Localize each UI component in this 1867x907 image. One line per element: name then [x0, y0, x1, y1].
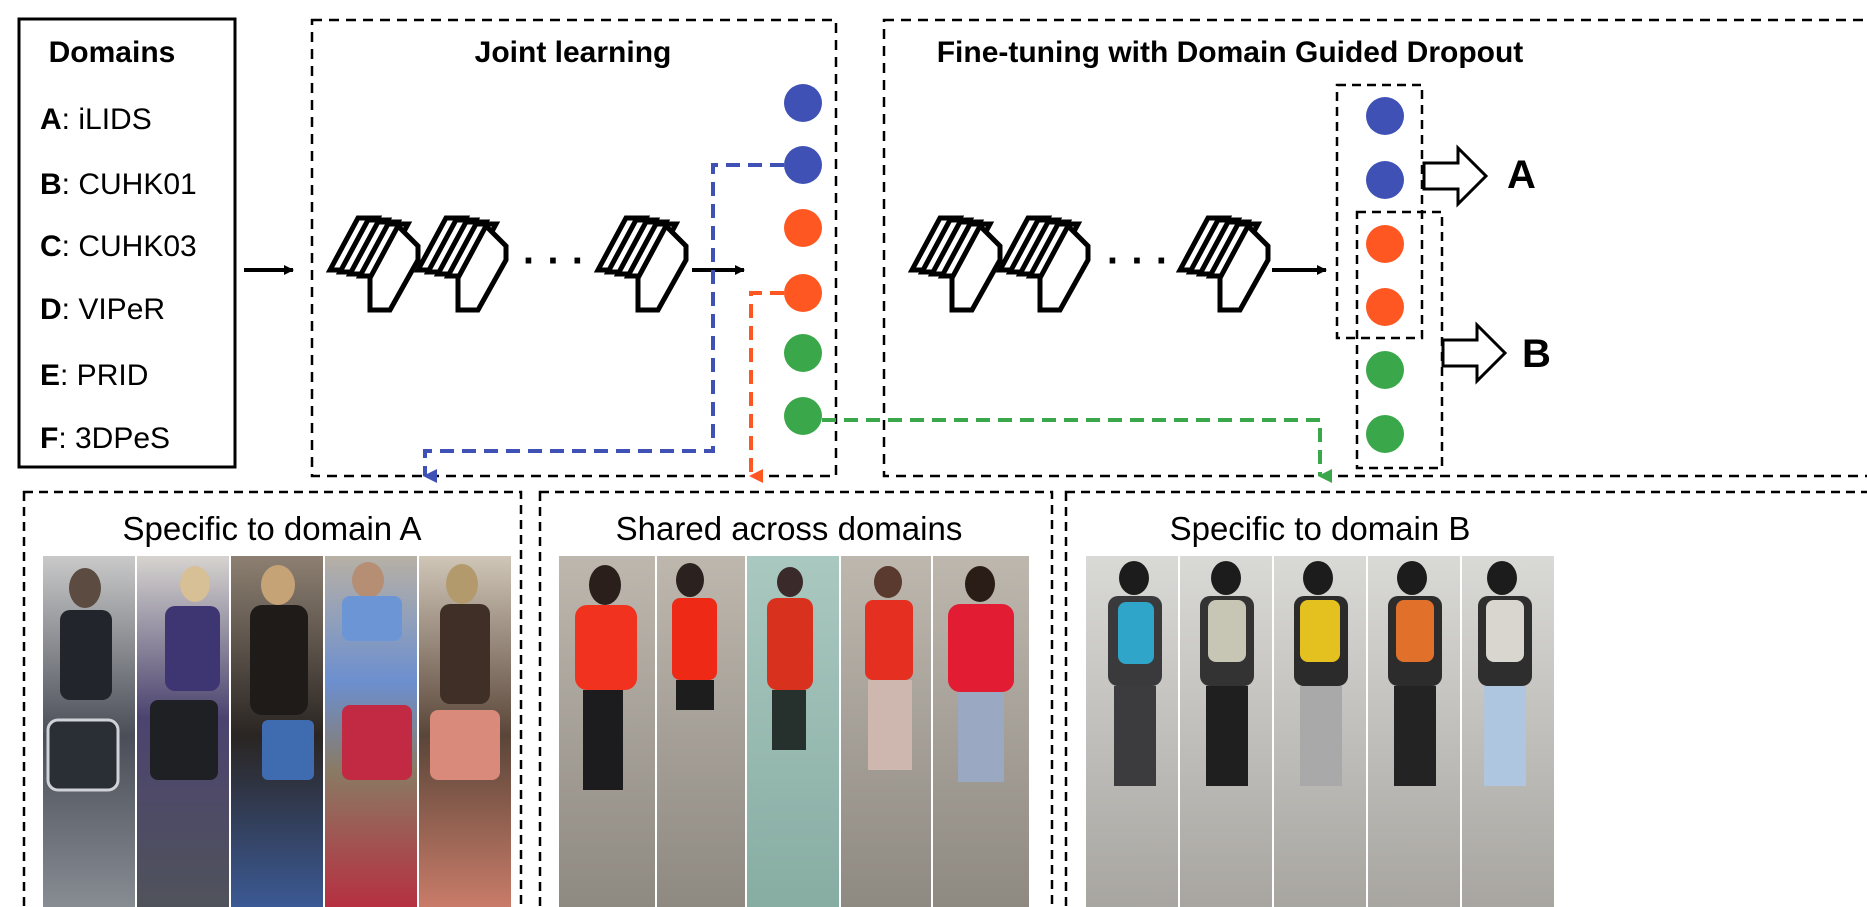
ft-neuron-column: [1366, 97, 1404, 453]
ft-neuron-blue-1: [1366, 97, 1404, 135]
output-a-label: A: [1507, 153, 1536, 197]
ft-neuron-orange-2: [1366, 288, 1404, 326]
ft-conv-layer-stack-2: [1000, 218, 1088, 310]
panel-b-title: Specific to domain B: [1170, 510, 1471, 547]
joint-neuron-green-1: [784, 334, 822, 372]
domain-item-b: B: CUHK01: [40, 168, 197, 201]
panel-domain-a: Specific to domain A: [22, 490, 523, 907]
person-image-a3: [231, 556, 323, 907]
joint-neuron-blue-1: [784, 84, 822, 122]
joint-neuron-column: [784, 84, 822, 435]
domain-item-c: C: CUHK03: [40, 230, 197, 263]
fine-tuning-panel: Fine-tuning with Domain Guided Dropout ·…: [882, 18, 1867, 478]
joint-learning-panel: Joint learning · · ·: [310, 18, 838, 478]
connector-lines: [423, 163, 1332, 483]
panel-shared-title: Shared across domains: [616, 510, 963, 547]
domain-list: A: iLIDS B: CUHK01 C: CUHK03 D: VIPeR E:…: [40, 103, 197, 455]
person-image-a5: [419, 556, 511, 907]
ft-conv-layer-stack-3: [1180, 218, 1268, 310]
panel-a-photos: [43, 556, 511, 907]
ft-neuron-green-1: [1366, 351, 1404, 389]
output-b-label: B: [1522, 332, 1551, 376]
panel-shared: Shared across domains: [538, 490, 1054, 907]
output-b-arrow: [1441, 321, 1508, 385]
panel-domain-b: Specific to domain B: [1064, 490, 1867, 907]
orange-connector: [749, 291, 784, 483]
ft-neuron-green-2: [1366, 415, 1404, 453]
person-image-s4: [841, 556, 931, 907]
domains-box: Domains A: iLIDS B: CUHK01 C: CUHK03 D: …: [17, 17, 237, 469]
person-image-b1: [1086, 556, 1178, 907]
person-image-s2: [657, 556, 745, 907]
joint-ellipsis: · · ·: [523, 239, 585, 283]
person-image-s3: [747, 556, 839, 907]
conv-layer-stack-2: [418, 218, 506, 310]
ft-neuron-blue-2: [1366, 161, 1404, 199]
person-image-b2: [1180, 556, 1272, 907]
conv-layer-stack-1: [330, 218, 418, 310]
person-image-s5: [933, 556, 1029, 907]
green-connector: [822, 418, 1332, 483]
domain-item-a: A: iLIDS: [40, 103, 152, 136]
ft-neuron-orange-1: [1366, 225, 1404, 263]
panel-shared-photos: [559, 556, 1029, 907]
domains-title: Domains: [49, 36, 176, 69]
joint-learning-title: Joint learning: [475, 36, 672, 69]
ft-conv-layer-stack-1: [912, 218, 1000, 310]
domain-item-d: D: VIPeR: [40, 293, 165, 326]
output-a-arrow: [1422, 144, 1489, 208]
person-image-a4: [325, 556, 417, 907]
joint-neuron-orange-1: [784, 209, 822, 247]
person-image-a1: [43, 556, 135, 907]
person-image-b5: [1462, 556, 1554, 907]
joint-neuron-orange-2: [784, 274, 822, 312]
blue-connector: [423, 163, 784, 483]
joint-neuron-green-2: [784, 397, 822, 435]
domain-item-f: F: 3DPeS: [40, 422, 170, 455]
domain-item-e: E: PRID: [40, 359, 148, 392]
panel-b-photos: [1086, 556, 1554, 907]
ft-ellipsis: · · ·: [1107, 239, 1169, 283]
joint-neuron-blue-2: [784, 146, 822, 184]
fine-tuning-title: Fine-tuning with Domain Guided Dropout: [937, 36, 1524, 69]
person-image-s1: [559, 556, 655, 907]
person-image-b3: [1274, 556, 1366, 907]
person-image-b4: [1368, 556, 1460, 907]
conv-layer-stack-3: [598, 218, 686, 310]
panel-a-title: Specific to domain A: [123, 510, 422, 547]
person-image-a2: [137, 556, 229, 907]
